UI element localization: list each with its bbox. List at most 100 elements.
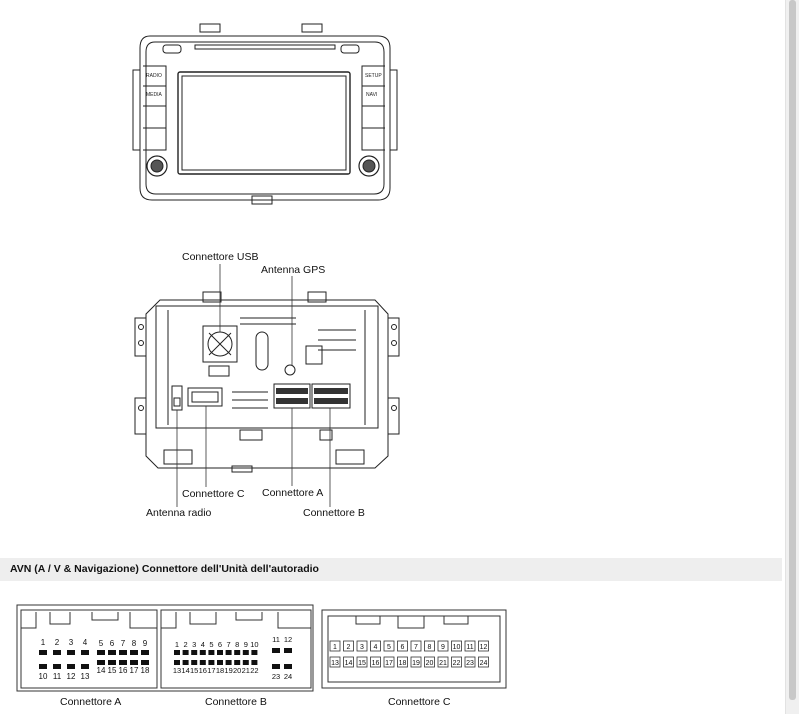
connector-a-pin-number: 5 xyxy=(99,639,104,648)
connector-c-pin xyxy=(343,656,354,668)
connector-b-pin xyxy=(199,650,206,655)
connector-b-pin-number: 18 xyxy=(216,666,224,675)
connector-a-pin xyxy=(53,650,61,655)
connector-a-pin-number: 13 xyxy=(81,672,90,681)
connector-b-pin xyxy=(242,660,249,665)
connector-b-pin xyxy=(182,660,189,665)
connector-b-pin-number: 8 xyxy=(235,640,239,649)
connector-a-pin-number: 10 xyxy=(39,672,48,681)
connector-a-pin xyxy=(39,650,47,655)
connector-c-pin-number: 23 xyxy=(466,660,474,667)
connector-b-pin-number: 23 xyxy=(272,672,280,681)
connector-c-pin-number: 15 xyxy=(358,660,366,667)
connector-a-pin xyxy=(81,664,89,669)
connector-b-pin xyxy=(174,650,180,655)
connector-a-pin-number: 12 xyxy=(67,672,76,681)
connector-c-pin-number: 6 xyxy=(401,644,405,651)
connector-c-pin xyxy=(397,656,408,668)
connector-b-pin-number: 4 xyxy=(201,640,205,649)
connector-b-pin xyxy=(284,648,292,653)
connector-b-pin xyxy=(191,660,198,665)
connector-c-pin-number: 8 xyxy=(428,644,432,651)
connector-b-pin xyxy=(225,650,232,655)
connector-c-pin-number: 1 xyxy=(333,644,337,651)
connector-b-pin xyxy=(182,650,189,655)
connector-c-pin-number: 2 xyxy=(347,644,351,651)
connector-b-pin-number: 24 xyxy=(284,672,292,681)
connector-b-pin xyxy=(217,660,223,665)
connector-c-caption: Connettore C xyxy=(388,696,451,708)
connector-a-pin-number: 17 xyxy=(130,666,139,675)
connector-b-pin-number: 7 xyxy=(227,640,231,649)
connector-c-pin xyxy=(410,640,422,652)
connector-c-pin xyxy=(424,656,435,668)
media-button-label: MEDIA xyxy=(146,92,163,98)
section-title: AVN (A / V & Navigazione) Connettore del… xyxy=(10,563,319,575)
connector-a-pin-number: 2 xyxy=(55,638,60,647)
connector-a-pin xyxy=(97,660,105,665)
connector-a-label: Connettore A xyxy=(262,487,324,499)
connector-b-pin xyxy=(225,660,232,665)
connector-c-pin-number: 21 xyxy=(439,660,447,667)
connector-c-pin xyxy=(370,656,381,668)
connector-c-pin xyxy=(464,640,476,652)
connector-a-pin-number: 14 xyxy=(97,666,106,675)
gps-antenna-label: Antenna GPS xyxy=(261,264,326,276)
connector-a-pin-number: 4 xyxy=(83,638,88,647)
connector-c-pin-number: 10 xyxy=(453,644,461,651)
connector-a-pin xyxy=(119,660,127,665)
connector-b-pin-number: 21 xyxy=(242,666,250,675)
connector-c-pin xyxy=(478,640,489,652)
connector-c-pin-number: 18 xyxy=(399,660,407,667)
connector-b-pin xyxy=(217,650,223,655)
connector-b-pin xyxy=(208,650,215,655)
vertical-scrollbar[interactable] xyxy=(785,0,799,714)
connector-a-pin xyxy=(39,664,47,669)
connector-c-pin xyxy=(464,656,476,668)
connector-a-pin xyxy=(97,650,105,655)
scrollbar-thumb[interactable] xyxy=(789,0,796,700)
usb-connector-label: Connettore USB xyxy=(182,251,259,263)
connector-b-pin-number: 9 xyxy=(244,640,248,649)
connector-c-pin xyxy=(437,656,449,668)
connector-a-caption: Connettore A xyxy=(60,696,122,708)
connector-b-pin-number: 3 xyxy=(192,640,196,649)
connector-c-pin-number: 13 xyxy=(331,660,339,667)
connector-c-pin-number: 22 xyxy=(453,660,461,667)
connector-a-pin xyxy=(67,664,75,669)
connector-a-pin-number: 15 xyxy=(108,666,117,675)
connector-a-pin xyxy=(141,650,149,655)
connector-b-pin xyxy=(251,660,258,665)
navi-button-label: NAVI xyxy=(366,92,377,98)
connector-a-pin-number: 3 xyxy=(69,638,74,647)
connector-b-pin xyxy=(234,650,241,655)
connector-c-pin-number: 5 xyxy=(387,644,391,651)
connector-c-pin xyxy=(410,656,422,668)
connector-a-pin-number: 11 xyxy=(53,672,62,681)
connector-a-pin-number: 16 xyxy=(119,666,128,675)
connector-a-pin xyxy=(119,650,127,655)
connector-c-pin-number: 12 xyxy=(480,644,488,651)
connector-a-pin xyxy=(141,660,149,665)
connector-c-pin xyxy=(451,640,462,652)
connector-b-caption: Connettore B xyxy=(205,696,267,708)
connector-a-pin-number: 8 xyxy=(132,639,137,648)
connector-c-pin xyxy=(451,656,462,668)
connector-a-pin-number: 6 xyxy=(110,639,115,648)
connector-c-pin xyxy=(356,656,368,668)
connector-a-pin-number: 18 xyxy=(141,666,150,675)
connector-b-label: Connettore B xyxy=(303,507,365,519)
connector-c-pin xyxy=(370,640,381,652)
connector-b-pin-number: 15 xyxy=(190,666,198,675)
setup-button-label: SETUP xyxy=(365,73,382,79)
head-unit-rear-view xyxy=(134,291,400,473)
connector-a-pin xyxy=(130,650,138,655)
connector-c-pin xyxy=(383,640,395,652)
connector-c-pin-number: 7 xyxy=(414,644,418,651)
radio-button-label: RADIO xyxy=(146,73,162,79)
connector-b-pin xyxy=(272,664,280,669)
connector-c-pin-number: 3 xyxy=(360,644,364,651)
connector-c-pin xyxy=(383,656,395,668)
connector-c-pin xyxy=(478,656,489,668)
connector-c-label: Connettore C xyxy=(182,488,245,500)
